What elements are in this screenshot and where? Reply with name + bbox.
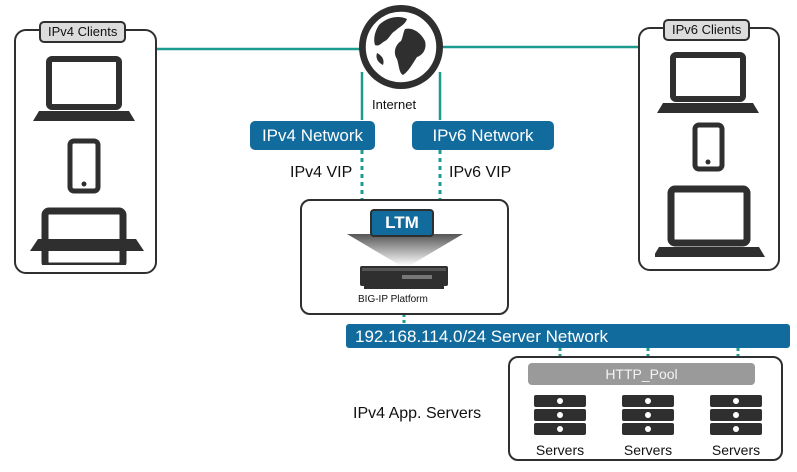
ipv4-vip-label: IPv4 VIP: [290, 164, 353, 181]
app-servers-label: IPv4 App. Servers: [353, 405, 482, 422]
ipv4-client-devices: [33, 56, 135, 265]
internet-label: Internet: [372, 97, 417, 112]
globe-icon: [359, 5, 443, 89]
ltm-beam-graphic: [347, 234, 463, 266]
server-network-bar: [346, 324, 790, 348]
laptop-icon: [655, 185, 765, 257]
server-stack-icon: [710, 395, 762, 435]
ipv4-clients-label: IPv4 Clients: [39, 21, 127, 43]
server-stack-icon: [534, 395, 586, 435]
laptop-icon: [33, 56, 135, 121]
smartphone-icon: [67, 138, 101, 194]
ipv6-vip-label: IPv6 VIP: [449, 164, 512, 181]
ipv6-network-box: IPv6 Network: [412, 121, 554, 150]
appliance-icon: [360, 266, 448, 289]
server-group-label: Servers: [711, 442, 761, 458]
ipv6-clients-label: IPv6 Clients: [663, 19, 751, 41]
laptop-icon: [41, 207, 127, 265]
http-pool-box: HTTP_Pool: [528, 363, 755, 385]
server-group-label: Servers: [623, 442, 673, 458]
ipv4-network-box: IPv4 Network: [250, 121, 375, 150]
server-network-label: 192.168.114.0/24 Server Network: [355, 327, 608, 346]
ipv4-clients-panel: [14, 29, 157, 274]
ltm-badge: LTM: [370, 209, 434, 237]
bigip-platform-label: BIG-IP Platform: [358, 294, 428, 305]
laptop-base-icon: [30, 239, 144, 251]
ipv6-clients-panel: [638, 27, 780, 271]
server-group-label: Servers: [535, 442, 585, 458]
laptop-icon: [657, 52, 759, 113]
smartphone-icon: [692, 122, 725, 172]
ipv6-client-devices: [655, 52, 765, 257]
server-stack-icon: [622, 395, 674, 435]
